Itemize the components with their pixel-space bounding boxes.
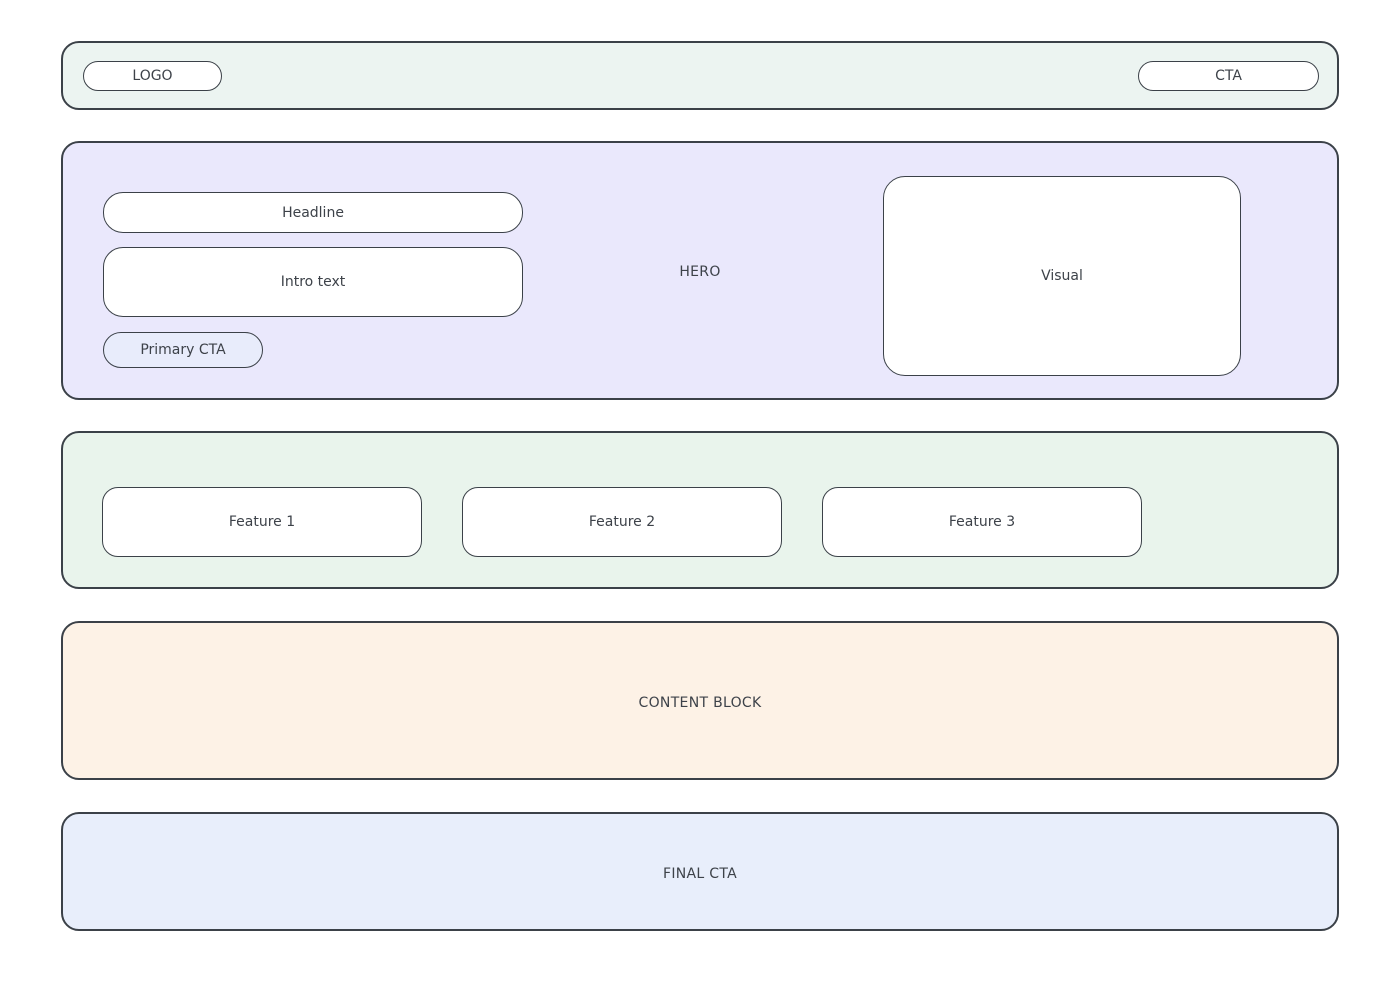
features-band: Feature 1 Feature 2 Feature 3 [61,431,1339,589]
feature-card-2: Feature 2 [462,487,782,557]
content-block-label: CONTENT BLOCK [638,695,762,711]
intro-text-placeholder: Intro text [103,247,523,317]
logo-placeholder: LOGO [83,61,222,91]
header-band: LOGO CTA [61,41,1339,110]
final-cta-band: FINAL CTA [61,812,1339,931]
final-cta-label: FINAL CTA [663,866,737,882]
primary-cta-button[interactable]: Primary CTA [103,332,263,368]
header-cta-button[interactable]: CTA [1138,61,1319,91]
hero-band: Headline Intro text Primary CTA HERO Vis… [61,141,1339,400]
headline-placeholder: Headline [103,192,523,233]
content-block-band: CONTENT BLOCK [61,621,1339,780]
hero-section-label: HERO [679,264,721,280]
visual-placeholder: Visual [883,176,1241,376]
feature-card-3: Feature 3 [822,487,1142,557]
feature-card-1: Feature 1 [102,487,422,557]
